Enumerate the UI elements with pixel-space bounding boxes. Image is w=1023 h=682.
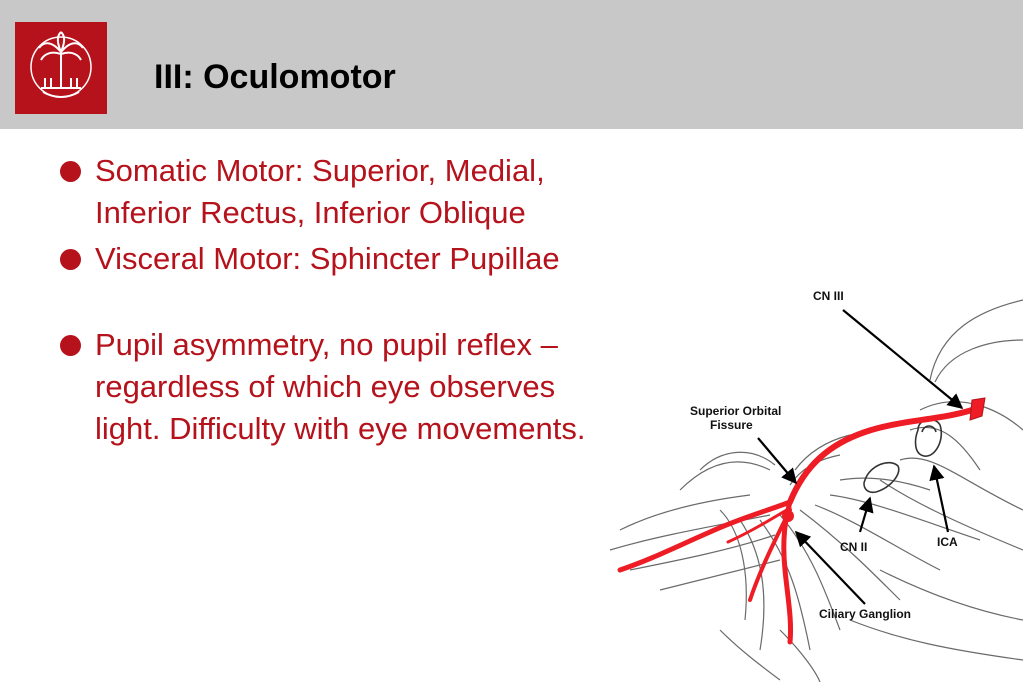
ciliary-ganglion-node bbox=[782, 510, 794, 522]
bullet-text: Visceral Motor: Sphincter Pupillae bbox=[95, 241, 560, 276]
label-cn3: CN III bbox=[813, 289, 844, 303]
slide-header: III: Oculomotor bbox=[0, 0, 1023, 129]
bullet-text: Somatic Motor: Superior, Medial, Inferio… bbox=[95, 153, 545, 230]
label-superior-orbital: Superior Orbital bbox=[690, 404, 781, 418]
cn3-origin bbox=[969, 397, 986, 421]
university-seal-logo bbox=[15, 22, 107, 114]
slide-title: III: Oculomotor bbox=[154, 58, 396, 96]
optic-nerve bbox=[863, 461, 900, 494]
bullet-dot-icon bbox=[60, 249, 81, 270]
bullet-list: Somatic Motor: Superior, Medial, Inferio… bbox=[60, 150, 600, 450]
bullet-dot-icon bbox=[60, 335, 81, 356]
label-cn2: CN II bbox=[840, 540, 867, 554]
label-ciliary-ganglion: Ciliary Ganglion bbox=[819, 607, 911, 621]
label-arrows bbox=[757, 309, 964, 605]
anatomy-outline bbox=[609, 299, 1023, 682]
bullet-item: Visceral Motor: Sphincter Pupillae bbox=[60, 238, 600, 280]
bullet-dot-icon bbox=[60, 161, 81, 182]
bullet-text: Pupil asymmetry, no pupil reflex – regar… bbox=[95, 327, 586, 446]
palmetto-tree-icon bbox=[30, 31, 92, 98]
cn3-nerve bbox=[617, 407, 975, 645]
bullet-item: Pupil asymmetry, no pupil reflex – regar… bbox=[60, 324, 600, 450]
oculomotor-anatomy-diagram: CN III Superior Orbital Fissure CN II IC… bbox=[609, 289, 1023, 682]
label-ica: ICA bbox=[937, 535, 958, 549]
bullet-item: Somatic Motor: Superior, Medial, Inferio… bbox=[60, 150, 600, 234]
label-fissure: Fissure bbox=[710, 418, 753, 432]
ica-vessel bbox=[914, 418, 942, 457]
